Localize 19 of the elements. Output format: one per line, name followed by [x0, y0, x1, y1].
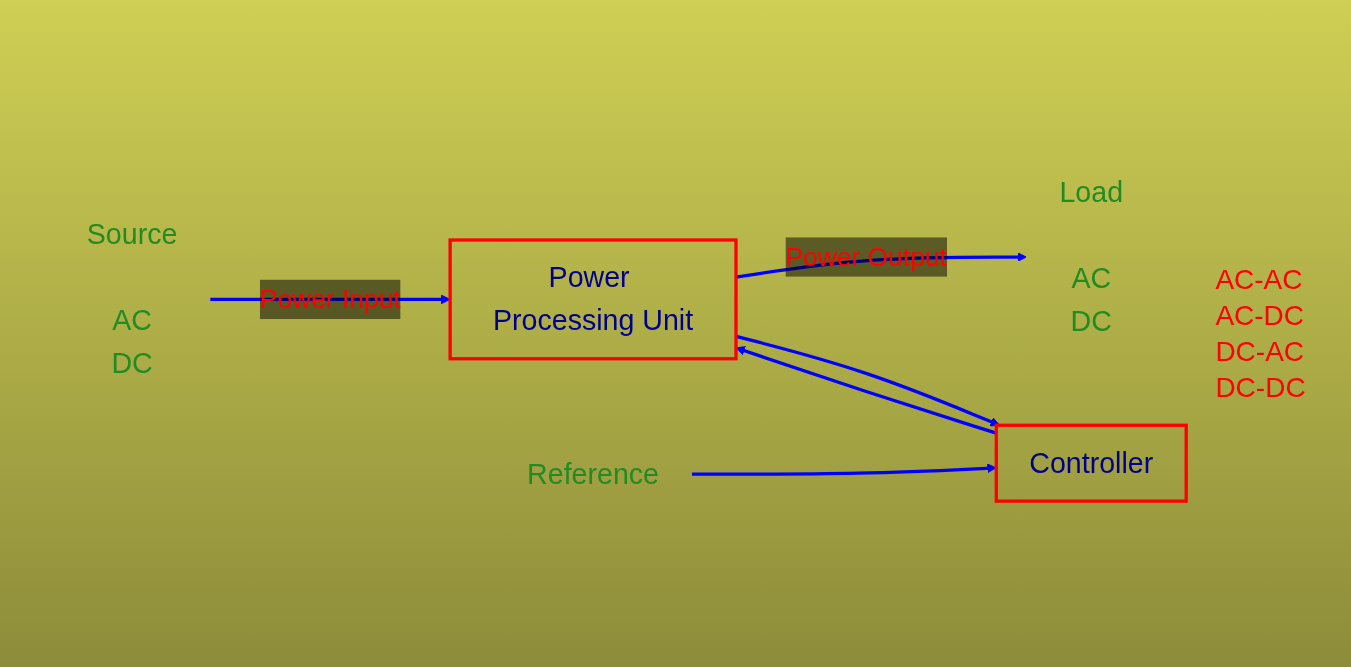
- node-label: DC: [1070, 304, 1113, 338]
- node-label: AC: [112, 303, 153, 337]
- arrow: [735, 334, 1001, 427]
- conversion-label: AC-DC: [1215, 299, 1306, 332]
- conversion-label: DC-AC: [1215, 335, 1306, 368]
- node-text: Load: [1059, 175, 1124, 209]
- node-box: Controller: [995, 423, 1189, 503]
- arrow: [736, 252, 1028, 279]
- conversion-label: AC-AC: [1215, 263, 1304, 296]
- node-label: AC: [1071, 261, 1112, 295]
- node-box: Power Processing Unit: [448, 238, 739, 361]
- node-text: Source: [87, 218, 178, 252]
- arrow: [210, 294, 451, 305]
- arrow: [735, 346, 998, 435]
- edge-label: Power Input: [260, 284, 402, 314]
- node-text: Reference: [527, 457, 660, 491]
- node-label: DC: [111, 346, 154, 380]
- edge-label: Power Output: [785, 241, 948, 272]
- conversion-label: DC-DC: [1215, 371, 1306, 404]
